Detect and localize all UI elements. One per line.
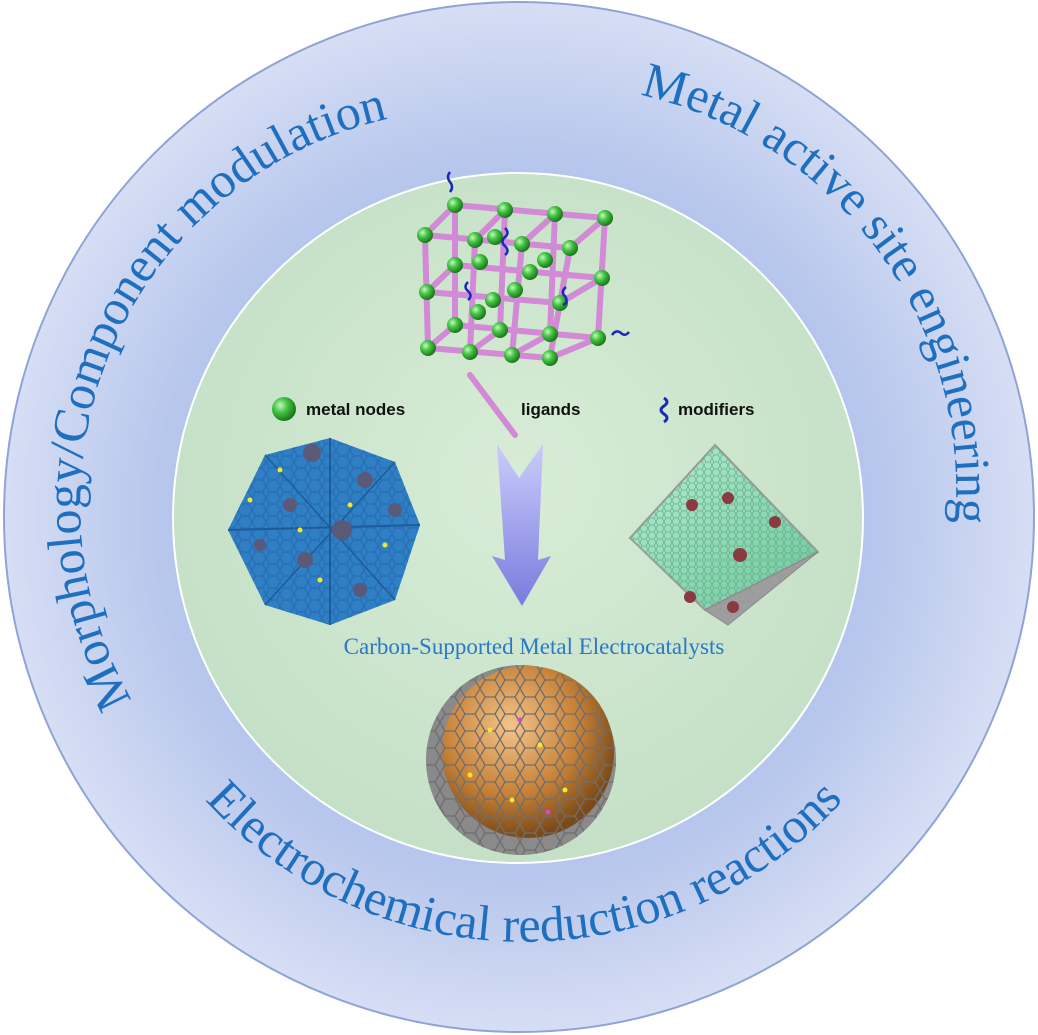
octahedron-icon <box>628 443 820 626</box>
sphere-icon <box>426 665 616 855</box>
legend-metal-nodes: metal nodes <box>306 400 405 419</box>
metal-node-icon <box>272 397 296 421</box>
legend: metal nodes ligands modifiers <box>272 396 755 424</box>
mof-metal-nodes <box>417 197 613 366</box>
center-caption: Carbon-Supported Metal Electrocatalysts <box>344 634 725 659</box>
legend-modifiers: modifiers <box>678 400 755 419</box>
modifier-icon <box>659 396 669 424</box>
mof-modifiers <box>446 171 630 336</box>
legend-ligands: ligands <box>521 400 581 419</box>
arrow-down-icon <box>492 444 551 606</box>
polyhedron-icon <box>227 438 421 625</box>
